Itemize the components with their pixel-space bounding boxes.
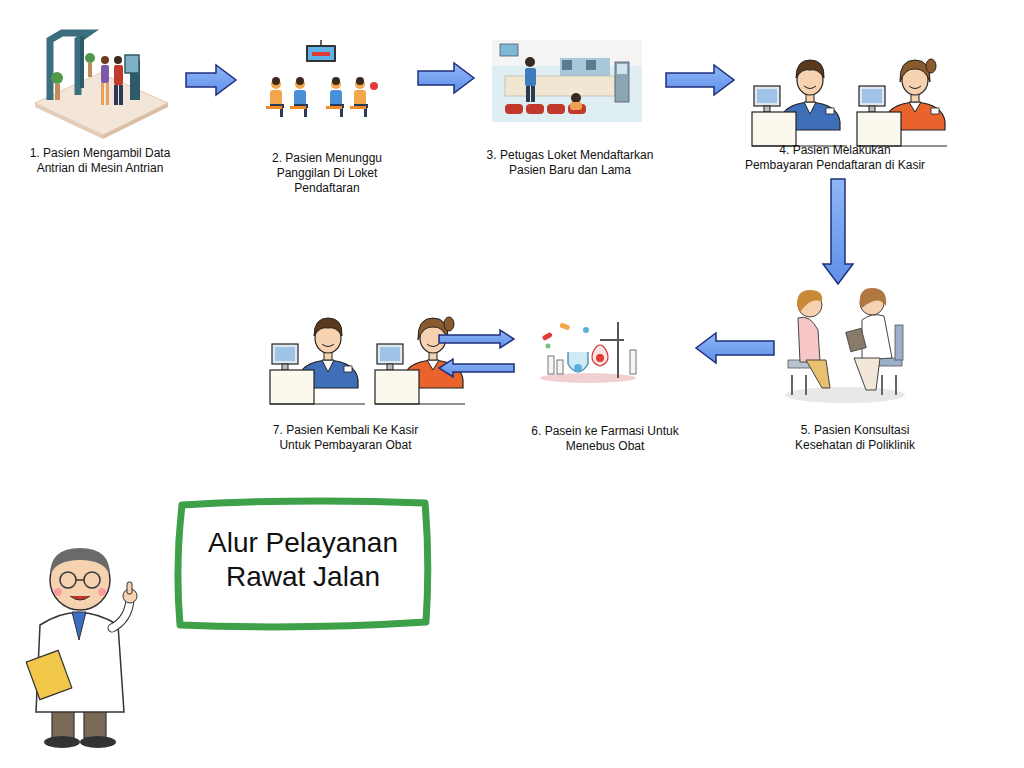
cashier-illustration	[752, 59, 947, 146]
flow-arrow	[439, 330, 514, 348]
step-node: 6. Pasein ke Farmasi Untuk Menebus Obat	[520, 290, 690, 454]
step-caption: 6. Pasein ke Farmasi Untuk Menebus Obat	[520, 424, 690, 454]
flow-arrow	[666, 65, 734, 95]
step-node: 5. Pasien Konsultasi Kesehatan di Polikl…	[780, 290, 930, 453]
queue-machine-illustration	[35, 33, 168, 139]
title-frame	[178, 501, 428, 627]
doctor-mascot	[26, 548, 137, 748]
waiting-room-illustration	[266, 40, 378, 117]
pharmacy-illustration	[540, 322, 636, 383]
step-caption: 4. Pasien Melakukan Pembayaran Pendaftar…	[740, 143, 930, 173]
flow-arrow	[823, 179, 853, 284]
step-caption: 7. Pasien Kembali Ke Kasir Untuk Pembaya…	[258, 423, 433, 453]
registration-counter-illustration	[492, 40, 642, 122]
cashier-illustration	[270, 317, 465, 404]
flow-arrow	[418, 63, 474, 93]
step-node: 3. Petugas Loket Mendaftarkan Pasien Bar…	[480, 30, 660, 178]
flow-arrow	[696, 333, 774, 363]
diagram-title: Alur Pelayanan Rawat Jalan	[196, 526, 410, 594]
flow-arrow	[186, 65, 236, 95]
step-node: 4. Pasien Melakukan Pembayaran Pendaftar…	[740, 30, 930, 173]
step-caption: 1. Pasien Mengambil Data Antrian di Mesi…	[20, 146, 180, 176]
step-caption: 5. Pasien Konsultasi Kesehatan di Polikl…	[780, 423, 930, 453]
flow-arrow	[439, 359, 514, 377]
step-caption: 2. Pasien Menunggu Panggilan Di Loket Pe…	[242, 151, 412, 196]
step-node: 7. Pasien Kembali Ke Kasir Untuk Pembaya…	[258, 290, 433, 453]
step-node: 1. Pasien Mengambil Data Antrian di Mesi…	[20, 30, 180, 176]
step-node: 2. Pasien Menunggu Panggilan Di Loket Pe…	[242, 30, 412, 196]
consultation-illustration	[785, 288, 905, 403]
step-caption: 3. Petugas Loket Mendaftarkan Pasien Bar…	[480, 148, 660, 178]
